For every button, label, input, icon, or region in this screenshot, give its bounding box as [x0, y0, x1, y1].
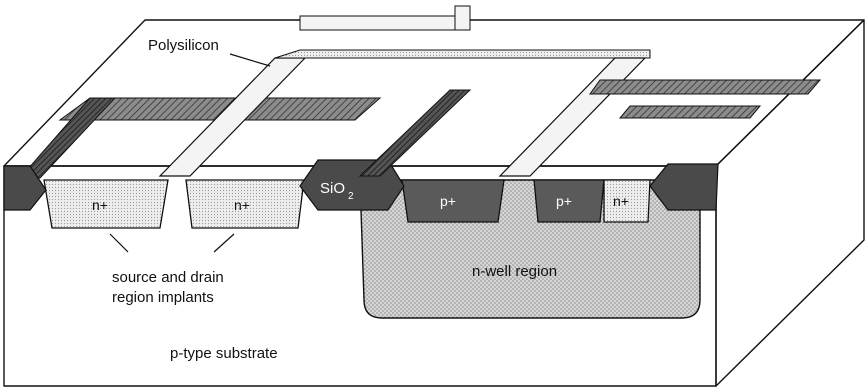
poly-inner-wall: [358, 89, 472, 177]
nplus-implant-2: [185, 179, 305, 229]
poly-vertical-stub: [454, 5, 471, 31]
label-implants-line1: source and drain: [112, 269, 224, 286]
label-polysilicon: Polysilicon: [148, 37, 219, 54]
implant-arrow-1: [109, 233, 129, 253]
label-oxide-subscript: 2: [348, 191, 354, 202]
label-oxide: SiO 2: [320, 180, 354, 202]
field-oxide-top: [18, 97, 382, 179]
pplus-implant-1: [401, 179, 505, 223]
label-implants-line2: region implants: [112, 289, 214, 306]
label-oxide-main: SiO: [320, 180, 345, 197]
polysilicon-gates: [158, 5, 822, 177]
implant-arrow-2: [213, 233, 235, 253]
wafer-side-face: [715, 19, 865, 387]
nmos-implants: [43, 179, 305, 229]
label-pplus-1: p+: [440, 193, 456, 209]
substrate-block: [3, 19, 865, 387]
oxide-bump-left: [3, 165, 47, 211]
poly-gate-1-top: [274, 49, 651, 59]
oxide-back-left-strip: [58, 97, 382, 121]
label-nplus-3: n+: [613, 193, 629, 209]
pplus-implant-2: [533, 179, 605, 223]
poly-right-bar-1: [589, 79, 822, 95]
poly-right-bar-2: [618, 105, 762, 119]
label-nplus-1: n+: [92, 197, 108, 213]
label-pplus-2: p+: [556, 193, 572, 209]
label-nplus-2: n+: [234, 197, 250, 213]
diagram-labels: Polysilicon n+ n+ SiO 2 p+ p+ n+ source …: [92, 37, 629, 362]
label-nwell: n-well region: [472, 263, 557, 280]
polysilicon-arrow: [229, 53, 271, 67]
nplus-implant-1: [43, 179, 169, 229]
label-substrate: p-type substrate: [170, 345, 278, 362]
pmos-implants: [401, 179, 651, 223]
poly-back-bar: [299, 15, 471, 31]
oxide-left-wall: [18, 97, 117, 179]
oxide-bump-right: [649, 163, 719, 211]
nplus-implant-3: [603, 179, 651, 223]
